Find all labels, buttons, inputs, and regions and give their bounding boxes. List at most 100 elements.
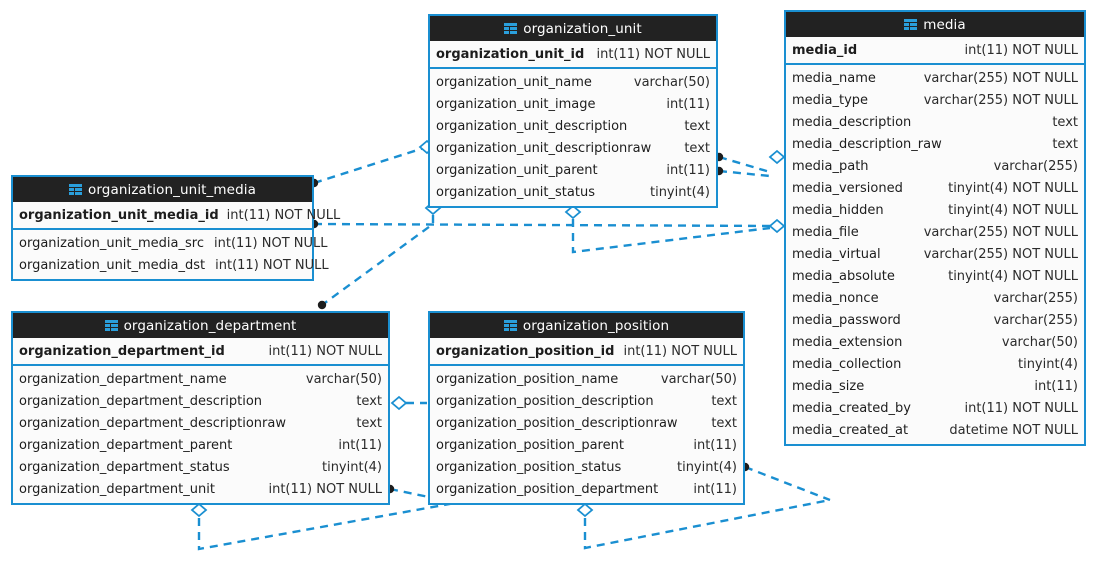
column-type: int(11) NOT NULL (214, 235, 328, 251)
column-name: organization_unit_descriptionraw (436, 140, 652, 156)
column-row[interactable]: organization_position_description text (430, 390, 743, 412)
column-name: organization_unit_media_src (19, 235, 204, 251)
column-type: varchar(255) NOT NULL (923, 92, 1078, 108)
column-name: organization_unit_image (436, 96, 596, 112)
column-row[interactable]: media_size int(11) (786, 375, 1084, 397)
column-name: organization_position_parent (436, 437, 624, 453)
table-header-organization_position[interactable]: organization_position (430, 313, 743, 338)
table-header-organization_unit[interactable]: organization_unit (430, 16, 716, 41)
column-type: int(11) NOT NULL (268, 343, 382, 359)
column-row[interactable]: organization_unit_descriptionraw text (430, 137, 716, 159)
column-name: media_versioned (792, 180, 903, 196)
column-name: media_path (792, 158, 869, 174)
column-name: media_created_by (792, 400, 911, 416)
column-type: int(11) NOT NULL (268, 481, 382, 497)
table-header-media[interactable]: media (786, 12, 1084, 37)
column-row[interactable]: media_type varchar(255) NOT NULL (786, 89, 1084, 111)
column-name: media_virtual (792, 246, 881, 262)
column-type: text (684, 140, 710, 156)
table-node-organization_department[interactable]: organization_department organization_depa… (11, 311, 390, 505)
column-type: text (711, 393, 737, 409)
column-name: organization_position_id (436, 343, 615, 359)
column-type: int(11) (666, 96, 710, 112)
table-header-organization_department[interactable]: organization_department (13, 313, 388, 338)
table-title: organization_unit (523, 20, 642, 37)
table-grid-icon (104, 320, 118, 331)
link-unit-image-to-media (718, 155, 771, 174)
link-department-parent-self (197, 501, 456, 551)
column-type: int(11) NOT NULL (964, 42, 1078, 58)
column-type: varchar(50) (660, 371, 737, 387)
table-node-organization_unit_media[interactable]: organization_unit_media organization_unit… (11, 175, 340, 281)
column-name: media_extension (792, 334, 903, 350)
column-name: organization_department_parent (19, 437, 233, 453)
column-type: text (1052, 136, 1078, 152)
primary-key-row[interactable]: organization_position_id int(11) NOT NULL (430, 338, 743, 366)
column-row[interactable]: organization_unit_media_src int(11) NOT N… (13, 232, 328, 254)
primary-key-row[interactable]: media_id int(11) NOT NULL (786, 37, 1084, 65)
column-type: int(11) NOT NULL (623, 343, 737, 359)
column-type: tinyint(4) (1017, 356, 1078, 372)
column-type: text (684, 118, 710, 134)
column-row[interactable]: media_hidden tinyint(4) NOT NULL (786, 199, 1084, 221)
column-name: organization_department_descriptionraw (19, 415, 286, 431)
column-type: int(11) (1034, 378, 1078, 394)
column-row[interactable]: organization_unit_image int(11) (430, 93, 716, 115)
table-title: organization_department (123, 317, 297, 334)
column-type: tinyint(4) (321, 459, 382, 475)
table-grid-icon (504, 23, 518, 34)
column-name: organization_unit_parent (436, 162, 598, 178)
column-name: media_size (792, 378, 865, 394)
table-title: organization_unit_media (88, 181, 256, 198)
column-type: tinyint(4) NOT NULL (948, 202, 1078, 218)
link-unit-parent-to-media (718, 169, 771, 178)
column-name: media_hidden (792, 202, 884, 218)
column-name: organization_position_department (436, 481, 659, 497)
link-unit-to-media-lower (571, 219, 771, 254)
column-name: media_collection (792, 356, 902, 372)
table-grid-icon (69, 184, 83, 195)
column-row[interactable]: media_collection tinyint(4) (786, 353, 1084, 375)
column-name: media_type (792, 92, 869, 108)
column-name: media_id (792, 42, 858, 58)
column-type: varchar(255) NOT NULL (923, 70, 1078, 86)
column-name: organization_position_description (436, 393, 654, 409)
table-header-organization_unit_media[interactable]: organization_unit_media (13, 177, 312, 202)
